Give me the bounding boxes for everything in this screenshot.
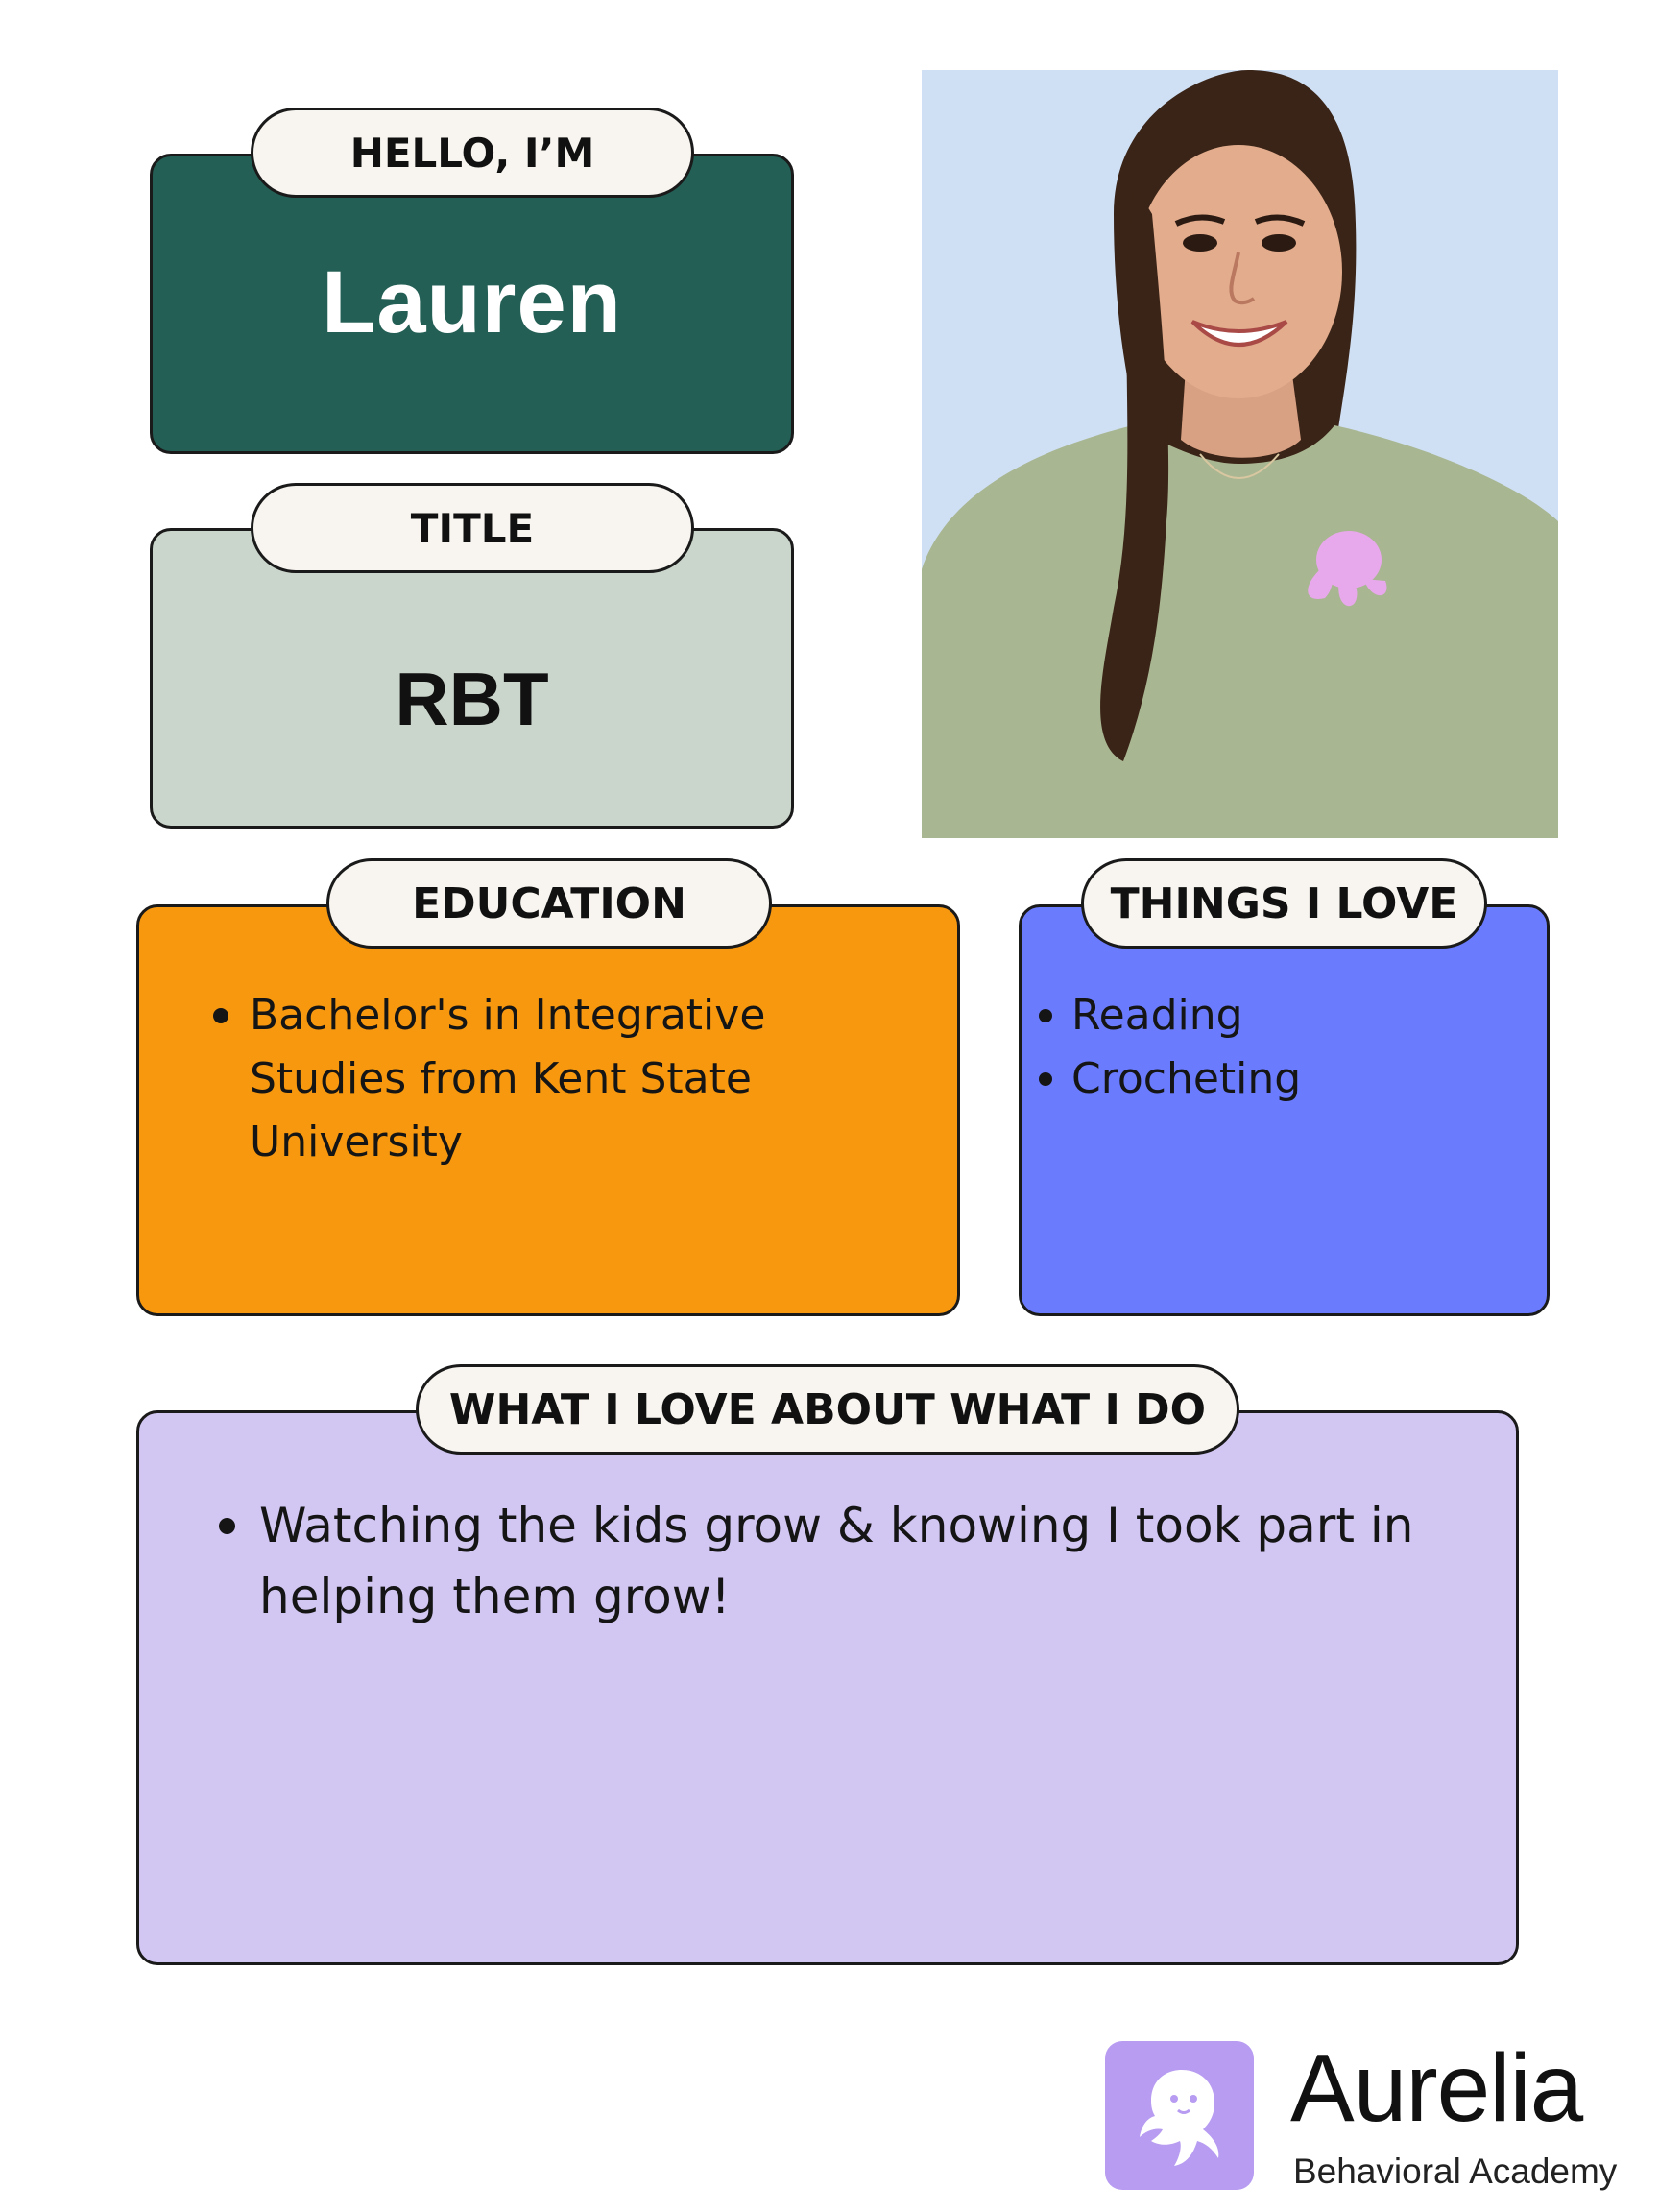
octopus-icon xyxy=(1105,2041,1254,2190)
education-list: Bachelor's in Integrative Studies from K… xyxy=(213,984,883,1174)
name-card: Lauren xyxy=(150,154,794,454)
hello-label: HELLO, I’M xyxy=(251,108,694,198)
love-item: Crocheting xyxy=(1039,1047,1523,1111)
what-i-love-label: WHAT I LOVE ABOUT WHAT I DO xyxy=(416,1364,1239,1455)
person-name: Lauren xyxy=(322,253,622,351)
what-i-love-list: Watching the kids grow & knowing I took … xyxy=(219,1490,1459,1632)
education-card: Bachelor's in Integrative Studies from K… xyxy=(136,904,960,1316)
title-card: RBT xyxy=(150,528,794,829)
profile-photo xyxy=(922,70,1558,838)
things-i-love-list: Reading Crocheting xyxy=(1039,984,1523,1111)
things-i-love-label: THINGS I LOVE xyxy=(1081,858,1487,949)
things-i-love-card: Reading Crocheting xyxy=(1019,904,1550,1316)
shirt-octopus-icon xyxy=(1308,531,1387,607)
title-label: TITLE xyxy=(251,483,694,573)
portrait-illustration xyxy=(922,70,1558,838)
what-i-love-card: Watching the kids grow & knowing I took … xyxy=(136,1410,1519,1965)
job-title: RBT xyxy=(395,657,549,741)
education-label: EDUCATION xyxy=(326,858,772,949)
brand-name: Aurelia xyxy=(1290,2034,1583,2142)
brand-tagline: Behavioral Academy xyxy=(1293,2152,1618,2191)
what-i-love-item: Watching the kids grow & knowing I took … xyxy=(219,1490,1459,1632)
education-item: Bachelor's in Integrative Studies from K… xyxy=(213,984,883,1174)
love-item: Reading xyxy=(1039,984,1523,1047)
